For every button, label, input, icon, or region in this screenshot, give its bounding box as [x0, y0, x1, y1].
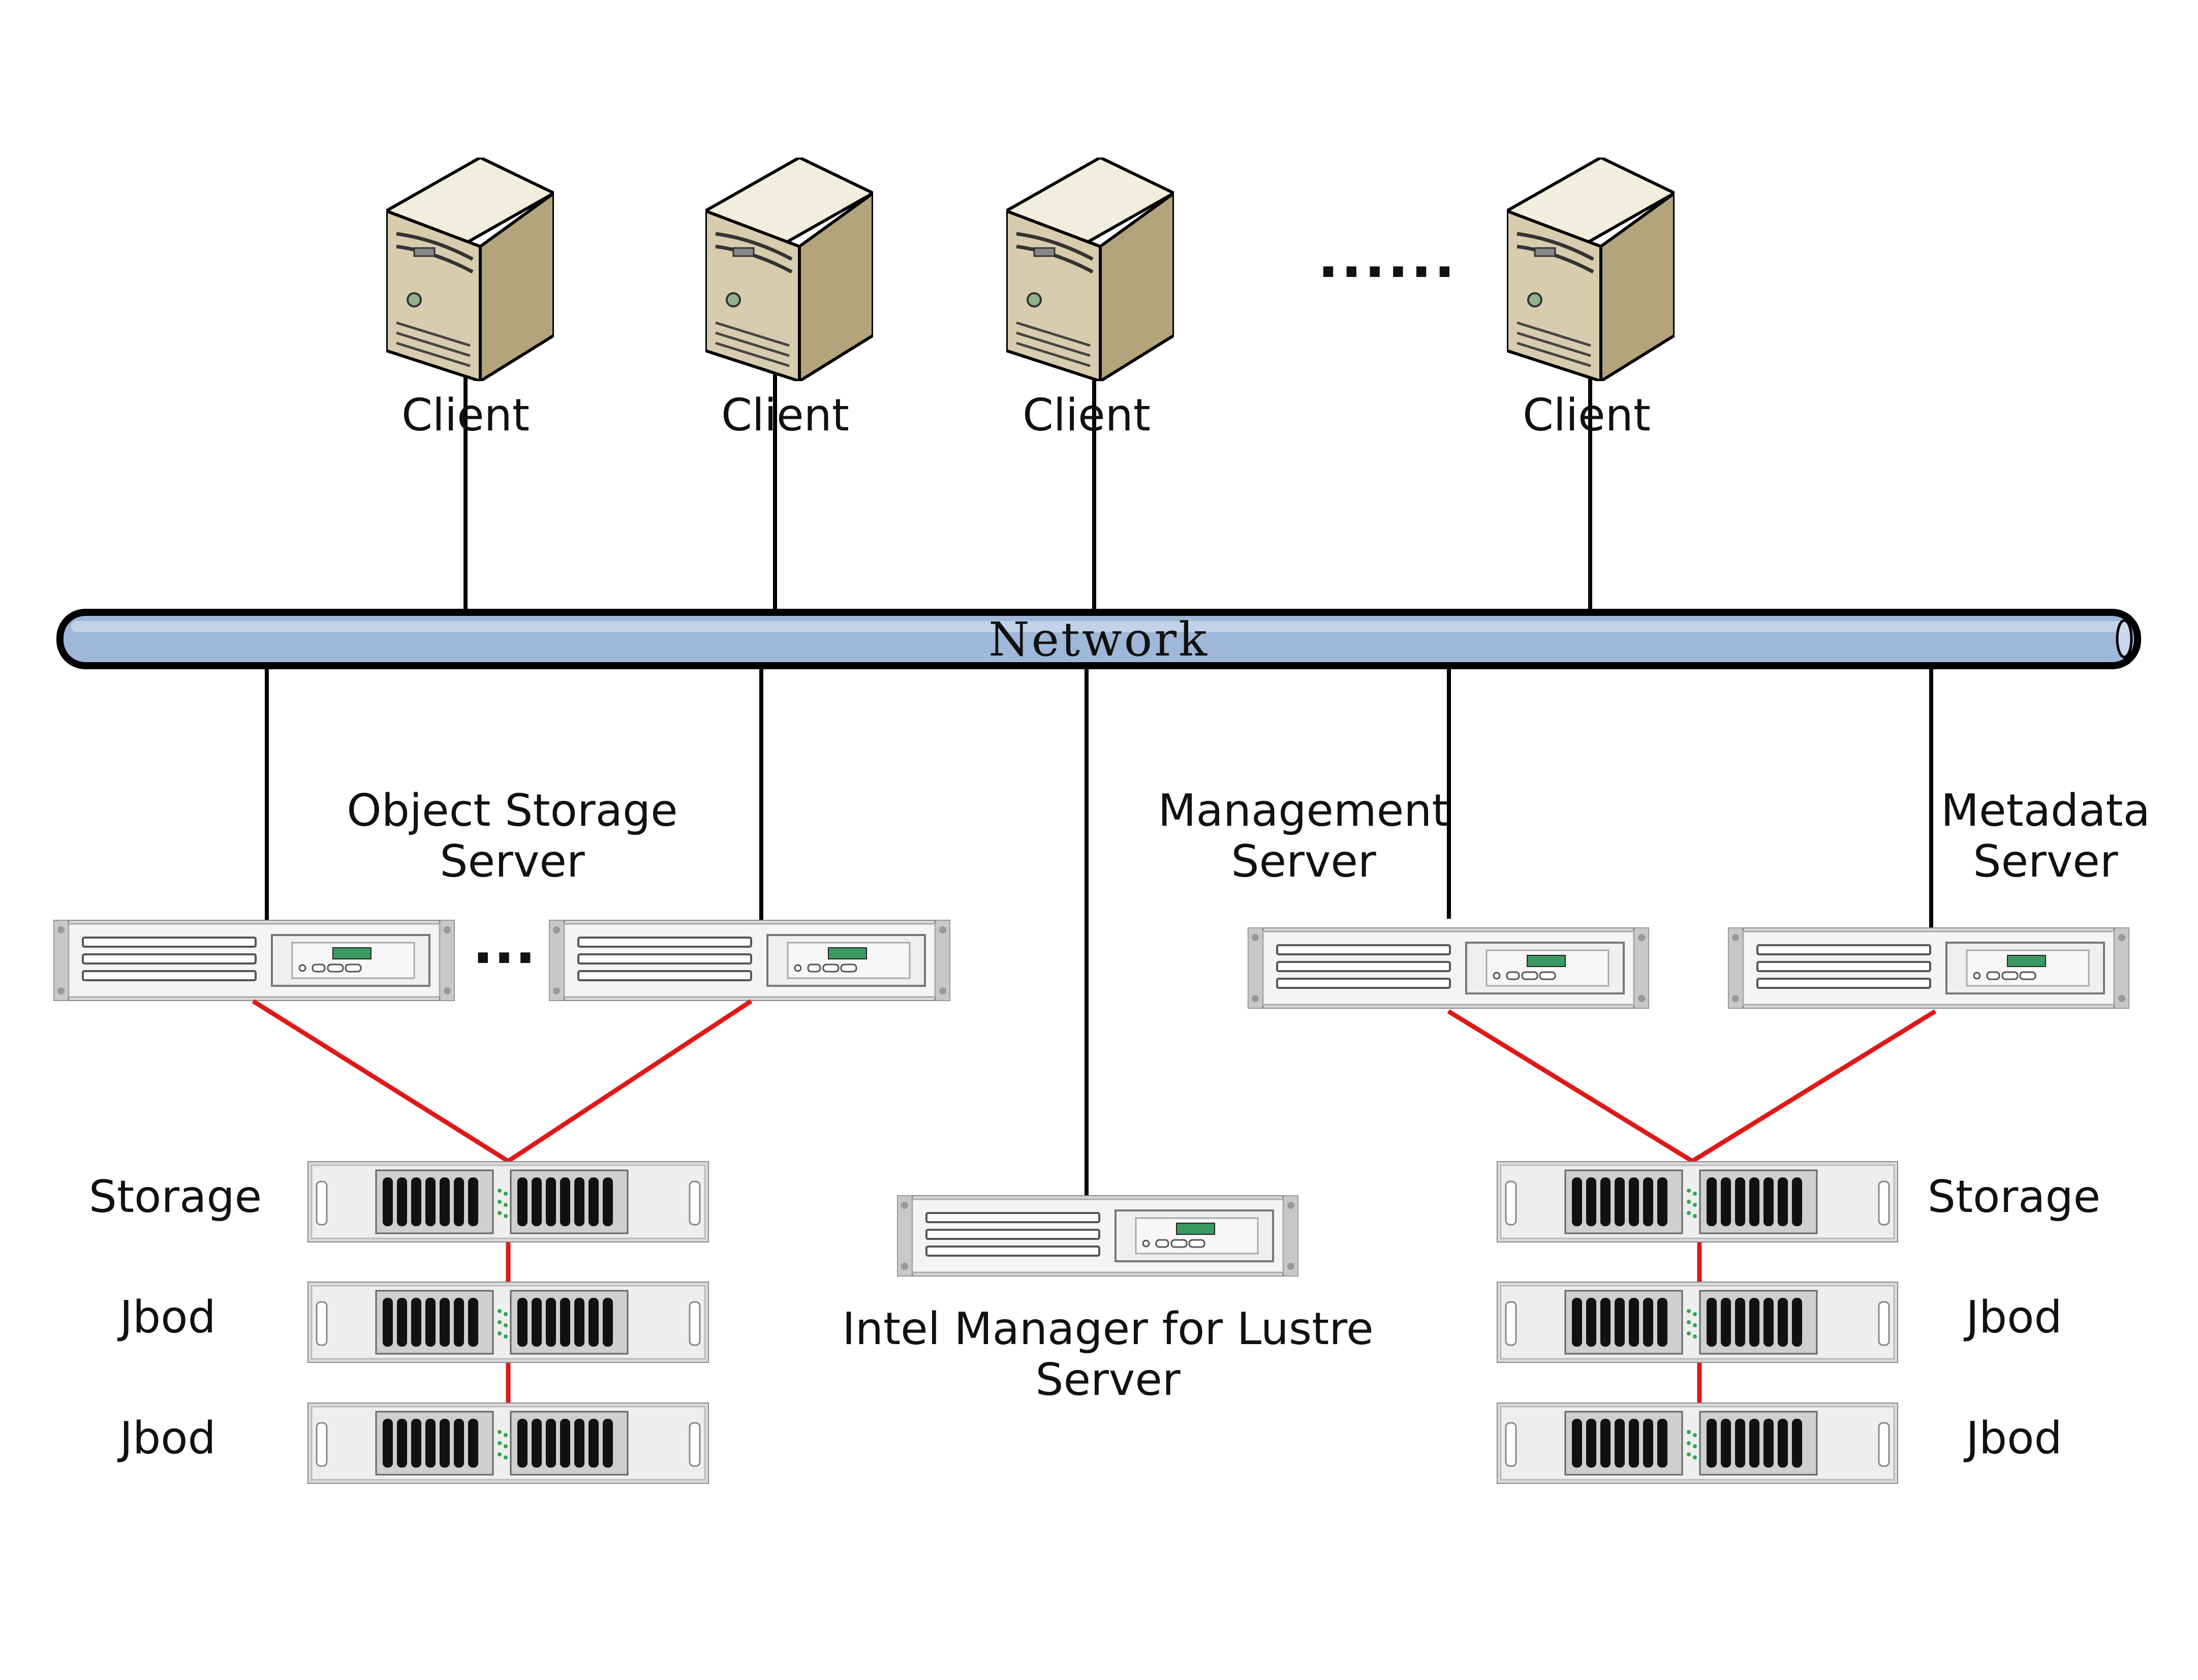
mgs-server-icon	[1248, 927, 1649, 1009]
mgs-label-line1: Management	[1158, 785, 1449, 836]
clients-ellipsis: ......	[1318, 225, 1458, 290]
iml-label-line1: Intel Manager for Lustre	[842, 1303, 1373, 1355]
oss-label-line2: Server	[440, 835, 585, 887]
right-jbod-icon	[1497, 1403, 1898, 1484]
client-tower-icon	[1507, 158, 1675, 381]
mgs-label-line2: Server	[1231, 835, 1376, 887]
mds-label-line2: Server	[1973, 835, 2118, 887]
mds-server-icon	[1728, 927, 2129, 1009]
client-tower-icon	[386, 158, 554, 381]
oss-server-icon	[549, 920, 950, 1001]
right-stack-label: Jbod	[1963, 1291, 2062, 1343]
client-label: Client	[401, 389, 530, 441]
right-jbod-icon	[1497, 1282, 1898, 1363]
mds-label-line1: Metadata	[1941, 785, 2150, 836]
left-stack-label: Jbod	[117, 1291, 215, 1343]
left-storage-array-icon	[307, 1161, 709, 1242]
client-label: Client	[721, 389, 849, 441]
right-stack-label: Jbod	[1963, 1412, 2062, 1464]
oss-ellipsis: ...	[472, 911, 536, 976]
right-storage-array-icon	[1497, 1161, 1898, 1242]
client-label: Client	[1523, 389, 1651, 441]
client-links	[463, 356, 1592, 612]
iml-server-icon	[897, 1195, 1298, 1277]
iml-label-line2: Server	[1035, 1354, 1181, 1406]
left-stack-label: Jbod	[117, 1412, 215, 1464]
right-stack-label: Storage	[1928, 1171, 2100, 1223]
left-stack-label: Storage	[89, 1171, 262, 1223]
client-tower-icon	[705, 158, 873, 381]
client-tower-icon	[1006, 158, 1174, 381]
oss-server-icon	[53, 920, 455, 1001]
oss-label-line1: Object Storage	[347, 785, 677, 836]
server-links	[265, 666, 1933, 1195]
network-bus	[56, 609, 2141, 669]
network-label: Network	[988, 612, 1209, 667]
left-jbod-icon	[307, 1403, 709, 1484]
client-label: Client	[1023, 389, 1151, 441]
left-jbod-icon	[307, 1282, 709, 1363]
